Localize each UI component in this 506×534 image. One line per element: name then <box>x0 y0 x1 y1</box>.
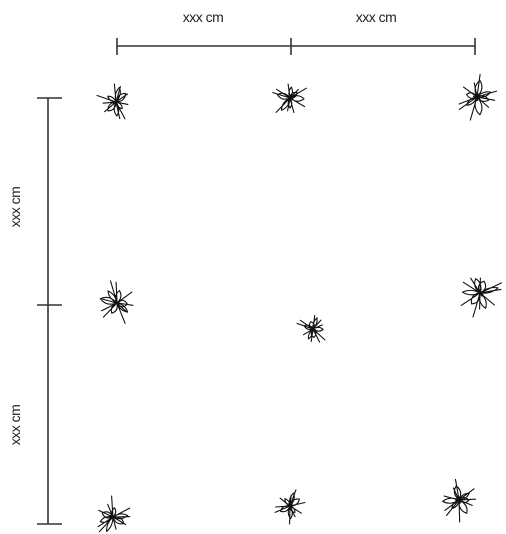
flower-sketch-icon <box>272 83 307 114</box>
vertical-spacing-label-1: xxx cm <box>7 187 23 228</box>
flower-sketch-icon <box>458 73 498 121</box>
horizontal-spacing-label-1: xxx cm <box>183 9 224 25</box>
flower-sketch-icon <box>460 277 503 318</box>
flower-sketch-icon <box>442 478 477 523</box>
flower-sketch-icon <box>99 280 134 324</box>
plant-grid <box>96 73 503 533</box>
vertical-dimension: xxx cm xxx cm <box>7 97 62 525</box>
vertical-spacing-label-2: xxx cm <box>7 405 23 446</box>
horizontal-dimension: xxx cm xxx cm <box>116 9 476 55</box>
flower-sketch-icon <box>97 495 131 533</box>
flower-sketch-icon <box>96 83 129 120</box>
flower-sketch-icon <box>296 314 326 343</box>
flower-sketch-icon <box>274 489 306 525</box>
horizontal-spacing-label-2: xxx cm <box>356 9 397 25</box>
